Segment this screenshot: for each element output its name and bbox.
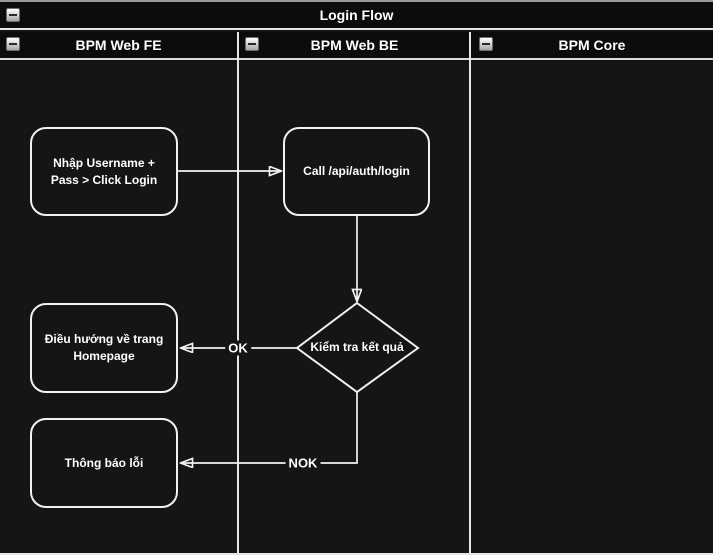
node-redirect-homepage[interactable]: Điều hướng về trang Homepage bbox=[30, 303, 178, 393]
lane-divider[interactable] bbox=[469, 32, 471, 553]
lane-collapse-button-core[interactable] bbox=[479, 37, 493, 51]
edge-decision-nok-to-error[interactable] bbox=[181, 392, 358, 463]
minus-icon bbox=[248, 43, 256, 45]
edge-label-ok[interactable]: OK bbox=[225, 340, 251, 356]
lane-label: BPM Core bbox=[558, 37, 626, 53]
node-show-error[interactable]: Thông báo lỗi bbox=[30, 418, 178, 508]
minus-icon bbox=[9, 14, 17, 16]
minus-icon bbox=[482, 43, 490, 45]
lane-header-bpm-core[interactable]: BPM Core bbox=[471, 32, 713, 60]
node-label: Điều hướng về trang Homepage bbox=[44, 332, 164, 363]
lane-collapse-button-be[interactable] bbox=[245, 37, 259, 51]
lane-divider[interactable] bbox=[237, 32, 239, 553]
lane-collapse-button-fe[interactable] bbox=[6, 37, 20, 51]
lane-label: BPM Web FE bbox=[75, 37, 162, 53]
lane-header-bpm-web-be[interactable]: BPM Web BE bbox=[239, 32, 470, 60]
pool-title: Login Flow bbox=[319, 7, 394, 23]
minus-icon bbox=[9, 43, 17, 45]
pool-titlebar[interactable]: Login Flow bbox=[0, 0, 713, 30]
pool-bottom-border bbox=[0, 553, 713, 555]
pool-collapse-button[interactable] bbox=[6, 8, 20, 22]
decision-label: Kiểm tra kết quả bbox=[310, 340, 404, 355]
edge-label-nok[interactable]: NOK bbox=[285, 455, 321, 471]
node-label: Call /api/auth/login bbox=[303, 164, 410, 179]
node-enter-credentials[interactable]: Nhập Username + Pass > Click Login bbox=[30, 127, 178, 216]
lane-header-bpm-web-fe[interactable]: BPM Web FE bbox=[0, 32, 237, 60]
node-label: Thông báo lỗi bbox=[64, 455, 144, 470]
lane-label: BPM Web BE bbox=[310, 37, 399, 53]
node-label: Nhập Username + Pass > Click Login bbox=[50, 155, 158, 187]
node-call-login-api[interactable]: Call /api/auth/login bbox=[283, 127, 430, 216]
